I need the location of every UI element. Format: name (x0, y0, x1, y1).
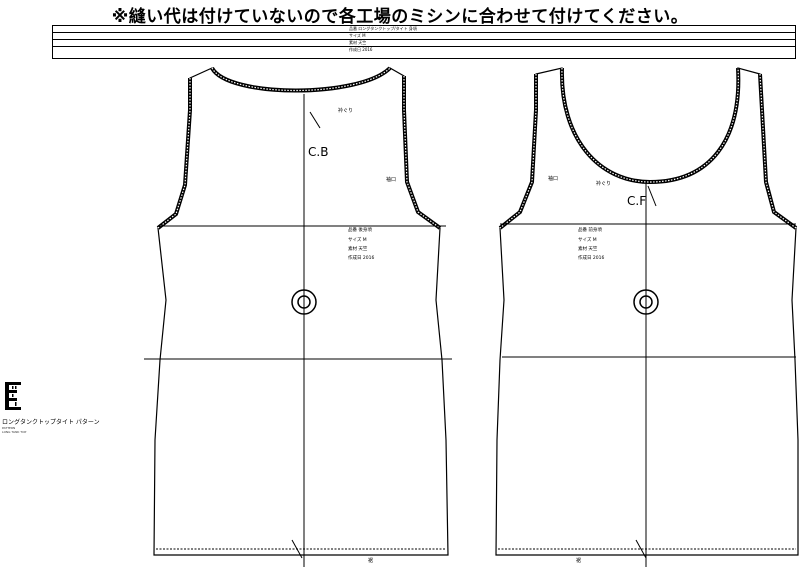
front-body-outline (495, 67, 799, 556)
side-pattern-subtitle: PATTERN LONG TANK TOP (2, 426, 26, 434)
front-left-armhole-binding (498, 74, 538, 230)
spec-line-3: 素材 天竺 (53, 40, 795, 47)
front-armhole-label: 袖口 (548, 175, 558, 182)
front-neck-binding (559, 67, 741, 185)
side-sub-line-1: PATTERN (2, 426, 16, 430)
front-hem-pointer (635, 539, 647, 559)
spec-line-1: 品番 ロングタンクトップ/タイト 身頃 (53, 26, 795, 33)
front-right-armhole-stitch (759, 73, 797, 229)
front-right-armhole-binding (758, 73, 798, 230)
spec-line-2: サイズ M (53, 33, 795, 40)
back-left-armhole-binding (156, 78, 192, 230)
front-body-pattern: C.F 衿ぐり 袖口 裾 品番 前身頃 サイズ M 素材 天竺 作成日 2016 (495, 67, 799, 567)
side-pattern-title: ロングタンクトップタイト パターン (2, 419, 100, 426)
front-hem-label: 裾 (576, 557, 581, 564)
front-part-info-2: サイズ M (578, 236, 597, 243)
back-neck-pointer (309, 111, 321, 129)
front-center-label: C.F (627, 194, 646, 208)
back-armhole-label: 袖口 (386, 176, 396, 183)
back-target-outer (291, 289, 317, 315)
front-part-info-1: 品番 前身頃 (578, 226, 602, 233)
spec-header-box: 品番 ロングタンクトップ/タイト 身頃 サイズ M 素材 天竺 作成日 2016 (52, 25, 796, 59)
side-sub-line-2: LONG TANK TOP (2, 430, 27, 434)
front-neck-label: 衿ぐり (596, 180, 611, 187)
back-part-info-3: 素材 天竺 (348, 245, 368, 252)
front-neck-pointer (647, 185, 657, 207)
front-target-outer (633, 289, 659, 315)
back-neck-stitch (211, 67, 391, 91)
front-left-armhole-stitch (499, 74, 537, 229)
back-hem-label: 裾 (368, 557, 373, 564)
back-left-armhole-stitch (157, 78, 191, 229)
back-neck-binding (210, 66, 392, 93)
back-right-armhole-binding (402, 76, 442, 230)
seam-allowance-notice: ※縫い代は付けていないので各工場のミシンに合わせて付けてください。 (111, 7, 689, 27)
back-part-info-4: 作成日 2016 (348, 254, 375, 261)
back-neck-label: 衿ぐり (338, 107, 353, 114)
front-neck-stitch (561, 67, 739, 183)
back-body-pattern: C.B 衿ぐり 袖口 裾 品番 後身頃 サイズ M 素材 天竺 作成日 2016 (144, 66, 452, 567)
back-part-info-1: 品番 後身頃 (348, 226, 372, 233)
front-part-info-3: 素材 天竺 (578, 245, 598, 252)
front-target-inner (639, 295, 653, 309)
spec-line-4: 作成日 2016 (349, 47, 373, 52)
back-center-label: C.B (308, 145, 328, 159)
back-hem-pointer (291, 539, 303, 559)
back-right-armhole-stitch (403, 76, 441, 229)
back-part-info-2: サイズ M (348, 236, 367, 243)
front-part-info-4: 作成日 2016 (578, 254, 605, 261)
brand-logo-icon (5, 382, 21, 410)
back-target-inner (297, 295, 311, 309)
